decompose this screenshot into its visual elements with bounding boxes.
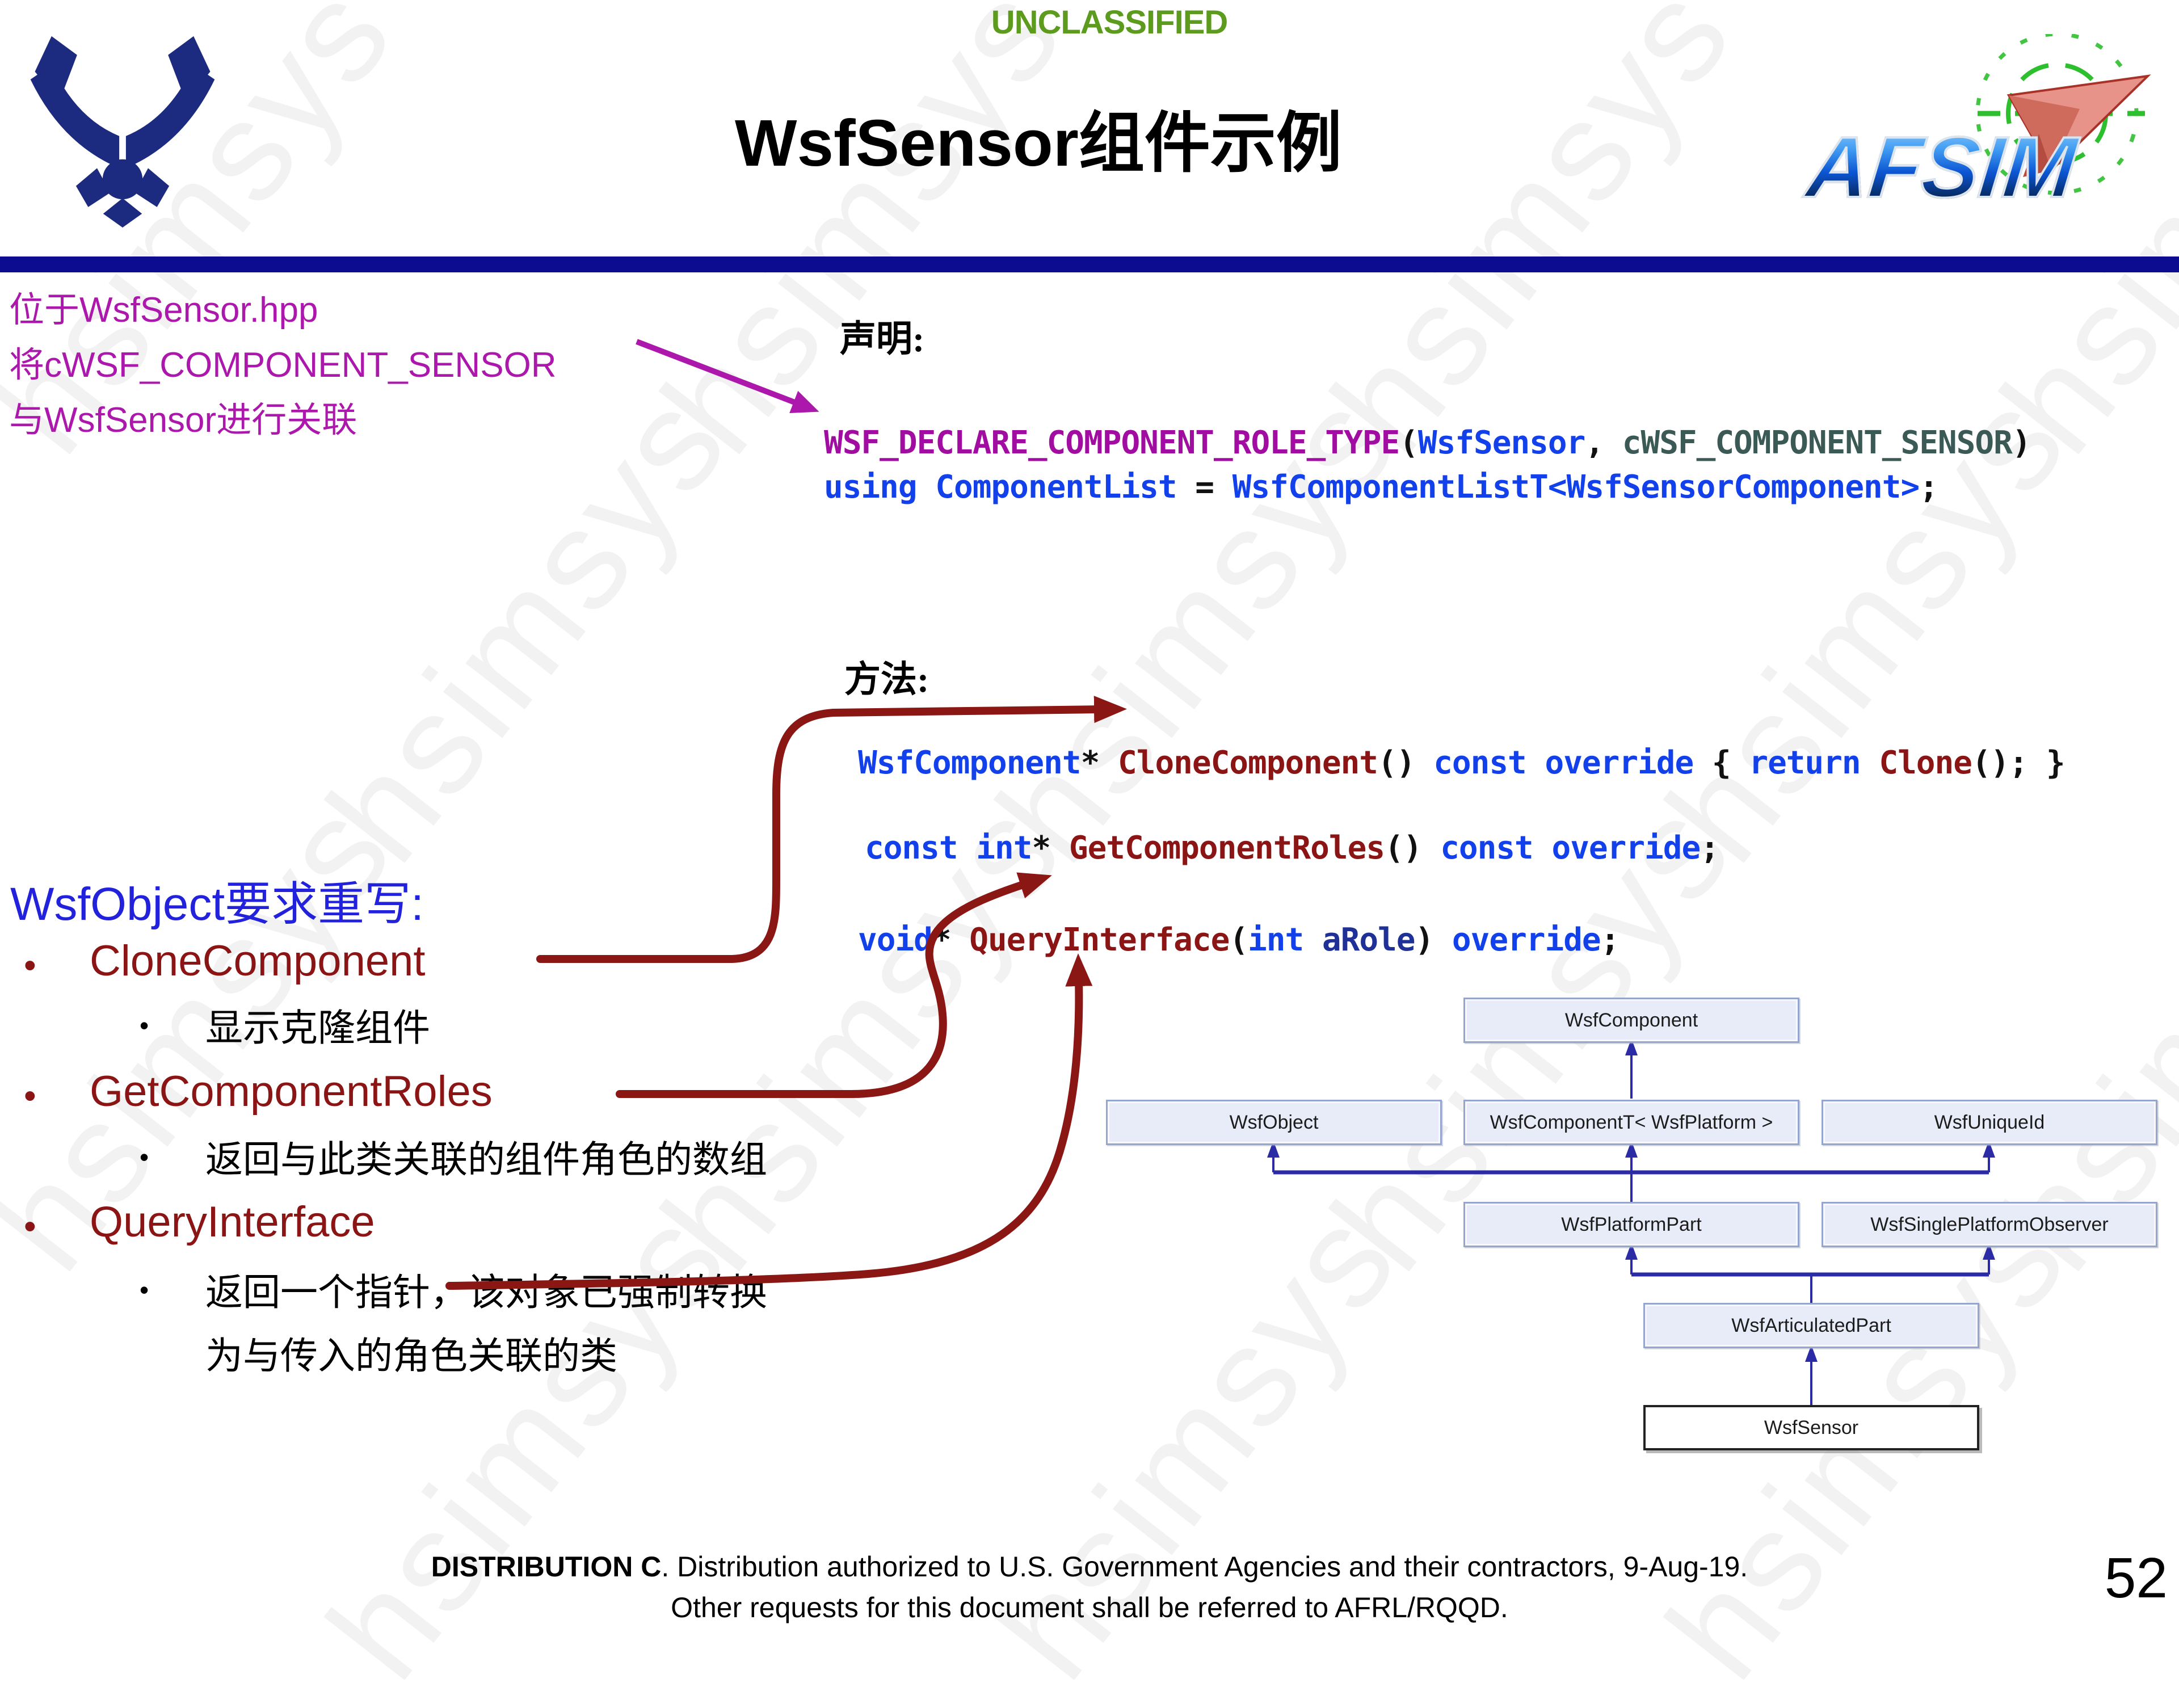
code-token: QueryInterface xyxy=(969,922,1230,958)
code-token: aRole xyxy=(1322,922,1416,958)
code-token: GetComponentRoles xyxy=(1069,830,1385,866)
code-token: const int xyxy=(865,830,1032,866)
code-token: (); } xyxy=(1971,744,2066,781)
code-token: void xyxy=(858,922,933,958)
note-line-1: 位于WsfSensor.hpp xyxy=(9,291,318,330)
afsim-reticle-plane-icon xyxy=(1975,32,2151,195)
classification-banner: UNCLASSIFIED xyxy=(991,4,1229,41)
watermark-text: hsimsys xyxy=(967,1180,1427,1707)
distribution-text: . Distribution authorized to U.S. Govern… xyxy=(661,1551,1748,1583)
code-line-clone-component: WsfComponent* CloneComponent() const ove… xyxy=(858,744,2066,781)
code-token: * xyxy=(1080,744,1118,781)
code-token: ; xyxy=(1600,922,1620,958)
code-token: = xyxy=(1195,469,1232,506)
code-line-get-component-roles: const int* GetComponentRoles() const ove… xyxy=(865,830,1719,866)
code-token: * xyxy=(932,922,970,958)
code-token: WSF_DECLARE_COMPONENT_ROLE_TYPE xyxy=(824,424,1400,461)
distribution-label: DISTRIBUTION C xyxy=(431,1551,662,1583)
code-token: ( xyxy=(1229,922,1248,958)
code-token xyxy=(1861,744,1879,781)
note-line-2: 将cWSF_COMPONENT_SENSOR xyxy=(9,346,557,385)
code-token: , xyxy=(1585,424,1622,461)
distribution-statement: DISTRIBUTION C. Distribution authorized … xyxy=(0,1550,2179,1583)
page-title: WsfSensor组件示例 xyxy=(735,106,1342,180)
code-token: { xyxy=(1693,744,1749,781)
bullet-query-interface: QueryInterface xyxy=(90,1198,375,1246)
code-token: * xyxy=(1032,830,1069,866)
diagram-node-wsfarticulatedpart: WsfArticulatedPart xyxy=(1643,1303,1979,1348)
watermark-text: hsimsys xyxy=(297,1180,758,1707)
air-force-wings-icon xyxy=(30,36,215,228)
code-token: WsfComponentListT<WsfSensorComponent> xyxy=(1232,469,1920,506)
bullet-get-component-roles: GetComponentRoles xyxy=(90,1067,493,1116)
code-line-query-interface: void* QueryInterface(int aRole) override… xyxy=(858,922,1619,958)
watermark-text: hsimsys xyxy=(632,0,1092,481)
code-line-using-alias: using ComponentList = WsfComponentListT<… xyxy=(824,469,1938,506)
bullet-query-interface-desc-1: 返回一个指针，该对象已强制转换 xyxy=(205,1271,767,1313)
code-token: ; xyxy=(1700,830,1719,866)
code-token: const override xyxy=(1433,744,1694,781)
code-token: Clone xyxy=(1879,744,1972,781)
code-token: override xyxy=(1452,922,1601,958)
code-token: WsfComponent xyxy=(858,744,1082,781)
air-force-logo xyxy=(23,28,222,228)
code-token: int xyxy=(1248,922,1304,958)
bullet-icon: • xyxy=(140,1011,149,1040)
code-token xyxy=(1303,922,1322,958)
code-token: ; xyxy=(1919,469,1938,506)
code-token: cWSF_COMPONENT_SENSOR xyxy=(1622,424,2013,461)
diagram-node-wsfcomponentt: WsfComponentT< WsfPlatform > xyxy=(1463,1100,1799,1145)
code-token: () xyxy=(1378,744,1434,781)
code-token: using ComponentList xyxy=(824,469,1196,506)
code-token: () xyxy=(1385,830,1441,866)
bullet-icon: • xyxy=(140,1142,149,1172)
page-number: 52 xyxy=(2104,1546,2168,1610)
bullet-icon: • xyxy=(24,1207,36,1246)
code-token: ) xyxy=(1415,922,1452,958)
bullet-get-component-roles-desc: 返回与此类关联的组件角色的数组 xyxy=(205,1138,767,1180)
afsim-logo: AFSIM xyxy=(1801,32,2159,250)
diagram-node-wsfcomponent: WsfComponent xyxy=(1463,998,1799,1043)
code-token: WsfSensor xyxy=(1417,424,1585,461)
methods-heading: 方法: xyxy=(844,659,929,700)
code-token: ) xyxy=(2012,424,2031,461)
watermark-text: hsimsys xyxy=(297,363,758,890)
title-divider-bar xyxy=(0,256,2179,272)
bullet-icon: • xyxy=(24,1076,36,1116)
bullet-clone-component: CloneComponent xyxy=(90,937,426,985)
code-token: const override xyxy=(1440,830,1701,866)
code-token: CloneComponent xyxy=(1118,744,1378,781)
distribution-statement-line2: Other requests for this document shall b… xyxy=(671,1592,1508,1623)
bullet-icon: • xyxy=(140,1275,149,1305)
diagram-node-wsfsingleplatformobserver: WsfSinglePlatformObserver xyxy=(1822,1202,2157,1247)
code-line-declare-macro: WSF_DECLARE_COMPONENT_ROLE_TYPE(WsfSenso… xyxy=(824,424,2031,461)
diagram-node-wsfuniqueid: WsfUniqueId xyxy=(1822,1100,2157,1145)
diagram-node-wsfplatformpart: WsfPlatformPart xyxy=(1463,1202,1799,1247)
watermark-text: hsimsys xyxy=(1302,0,1762,481)
bullet-query-interface-desc-2: 为与传入的角色关联的类 xyxy=(205,1335,617,1377)
bullet-icon: • xyxy=(24,946,36,985)
declaration-heading: 声明: xyxy=(840,319,925,359)
note-line-3: 与WsfSensor进行关联 xyxy=(9,401,357,440)
diagram-node-wsfsensor: WsfSensor xyxy=(1643,1405,1979,1450)
code-token: ( xyxy=(1399,424,1419,461)
overrides-heading: WsfObject要求重写: xyxy=(10,878,424,930)
diagram-node-wsfobject: WsfObject xyxy=(1106,1100,1442,1145)
code-token: return xyxy=(1749,744,1861,781)
bullet-clone-component-desc: 显示克隆组件 xyxy=(205,1007,430,1049)
